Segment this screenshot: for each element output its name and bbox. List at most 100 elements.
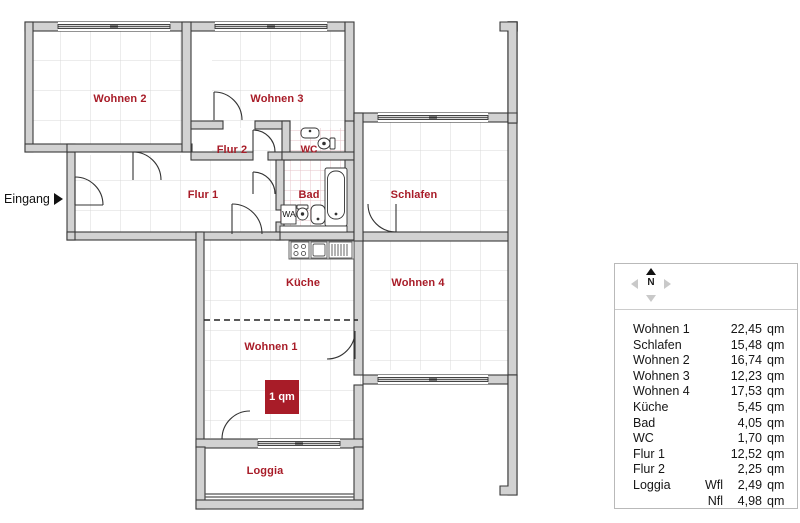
room-label-flur2: Flur 2 — [216, 144, 248, 156]
wc-sink — [300, 127, 320, 139]
area-row: Wohnen 2 16,74 qm — [633, 353, 785, 369]
right-outer-profile — [499, 21, 518, 114]
area-room-name: Schlafen — [633, 337, 682, 352]
entrance-label: Eingang — [4, 192, 50, 206]
door-wc — [252, 129, 276, 153]
room-label-wohnen4: Wohnen 4 — [391, 277, 445, 289]
area-row: Bad 4,05 qm — [633, 416, 785, 432]
area-room-name: Wohnen 3 — [633, 368, 690, 383]
door-bad — [252, 171, 276, 195]
area-unit: qm — [767, 446, 785, 461]
entrance-marker: Eingang — [4, 192, 63, 206]
right-outer-profile-lower — [499, 374, 518, 496]
washing-machine-label: WA — [282, 209, 296, 219]
area-row: Küche 5,45 qm — [633, 400, 785, 416]
area-unit: qm — [767, 368, 785, 383]
wc-toilet — [317, 137, 336, 150]
area-row: Flur 2 2,25 qm — [633, 462, 785, 478]
compass-west-arrow-icon[interactable] — [631, 279, 638, 289]
area-value: 17,53 — [730, 384, 762, 399]
area-value: 2,25 — [737, 462, 762, 477]
area-value: 12,23 — [730, 368, 762, 383]
area-unit: qm — [767, 431, 785, 446]
loggia-railing — [205, 493, 354, 498]
compass-container: N — [615, 264, 797, 310]
window-schlafen — [377, 113, 489, 122]
window-wohnen4 — [377, 375, 489, 384]
area-value: 4,98 — [737, 493, 762, 508]
room-label-kueche: Küche — [285, 277, 321, 289]
door-swings — [74, 91, 397, 440]
windows — [57, 22, 489, 448]
area-row: Loggia Wfl 2,49 qm — [633, 478, 785, 494]
kitchen-dishwasher — [328, 241, 353, 259]
area-row: WC 1,70 qm — [633, 431, 785, 447]
compass-rose: N — [629, 266, 673, 308]
area-room-name: Küche — [633, 399, 669, 414]
scale-marker-1qm: 1 qm — [265, 380, 299, 414]
area-room-name: WC — [633, 431, 654, 446]
area-unit: qm — [767, 384, 785, 399]
door-entrance — [74, 176, 104, 206]
area-unit: qm — [767, 322, 785, 336]
area-row: Wohnen 1 22,45 qm — [633, 322, 785, 338]
window-wohnen3 — [214, 22, 328, 31]
area-room-name: Flur 2 — [633, 462, 665, 477]
area-value: 4,05 — [737, 415, 762, 430]
area-row: Wohnen 3 12,23 qm — [633, 369, 785, 385]
area-unit: qm — [767, 415, 785, 430]
area-room-name: Wohnen 1 — [633, 322, 690, 336]
room-label-loggia: Loggia — [246, 465, 284, 477]
window-wohnen2 — [57, 22, 171, 31]
room-label-flur1: Flur 1 — [187, 189, 219, 201]
area-value: 1,70 — [737, 431, 762, 446]
room-label-wohnen3: Wohnen 3 — [250, 93, 304, 105]
area-unit: qm — [767, 337, 785, 352]
area-room-name: Loggia — [633, 477, 671, 492]
area-row: Nfl 4,98 qm — [633, 494, 785, 510]
area-row: Schlafen 15,48 qm — [633, 338, 785, 354]
area-unit: qm — [767, 462, 785, 477]
area-value: 2,49 — [737, 477, 763, 492]
wc-fixtures — [300, 127, 336, 150]
area-value: 16,74 — [730, 353, 762, 368]
bath-sink — [310, 204, 326, 225]
compass-north-label: N — [647, 277, 655, 288]
area-room-name: Wohnen 4 — [633, 384, 690, 399]
area-unit: qm — [767, 477, 785, 492]
area-row: Wohnen 4 17,53 qm — [633, 384, 785, 400]
bath-fixtures — [279, 167, 348, 233]
door-wohnen3 — [213, 91, 243, 121]
compass-north-arrow-icon — [646, 268, 656, 275]
area-unit: qm — [767, 399, 785, 414]
area-prefix: Wfl — [705, 477, 724, 492]
area-prefix: Nfl — [707, 493, 723, 508]
area-row: Flur 1 12,52 qm — [633, 447, 785, 463]
bath-toilet — [296, 204, 309, 221]
area-value: 22,45 — [730, 322, 762, 336]
window-loggia-door — [257, 439, 341, 448]
room-label-schlafen: Schlafen — [390, 189, 438, 201]
door-kueche — [231, 203, 263, 235]
room-label-wohnen2: Wohnen 2 — [93, 93, 147, 105]
area-room-name: Bad — [633, 415, 656, 430]
room-label-wohnen1: Wohnen 1 — [244, 341, 298, 353]
kitchen-stove — [290, 241, 310, 259]
area-unit: qm — [767, 353, 785, 368]
kitchen-fixtures — [288, 240, 355, 260]
area-unit: qm — [767, 493, 785, 508]
area-value: 5,45 — [737, 399, 762, 414]
bath-tub — [324, 167, 348, 227]
area-value: 15,48 — [730, 337, 762, 352]
area-room-name: Flur 1 — [633, 446, 665, 461]
door-wohnen2 — [132, 151, 162, 181]
room-label-bad: Bad — [298, 189, 320, 201]
compass-east-arrow-icon[interactable] — [664, 279, 671, 289]
compass-south-arrow-icon[interactable] — [646, 295, 656, 302]
area-room-name: Wohnen 2 — [633, 353, 690, 368]
area-value: 12,52 — [730, 446, 762, 461]
